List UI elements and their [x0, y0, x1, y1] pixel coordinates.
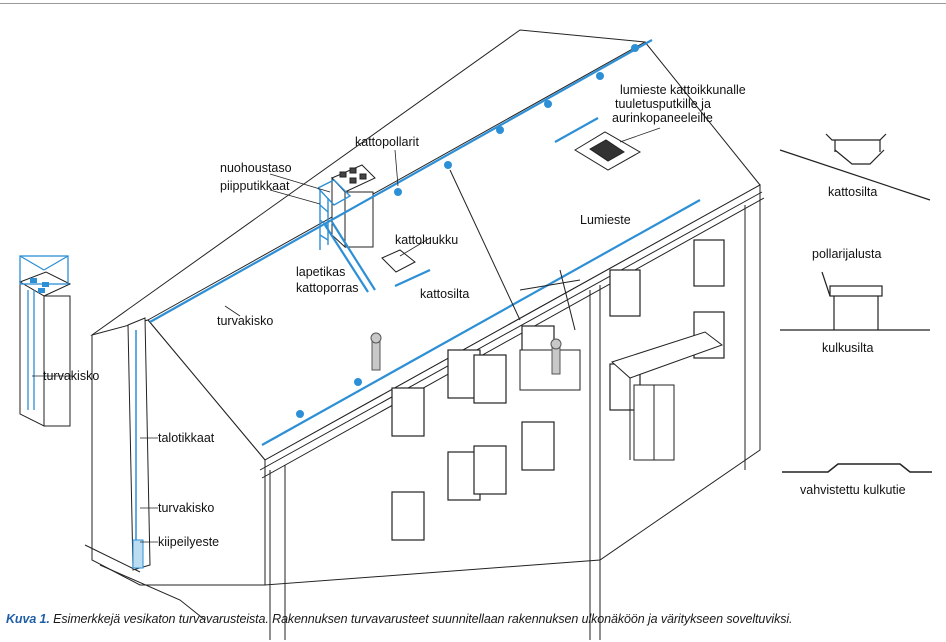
label-talotikkaat: talotikkaat	[158, 431, 215, 445]
roof-hatch	[381, 249, 416, 273]
label-lapetikas-1: lapetikas	[296, 265, 345, 279]
label-detail-vahvistettu: vahvistettu kulkutie	[800, 483, 906, 497]
label-turvakisko-wall: turvakisko	[158, 501, 214, 515]
label-lumieste-kattoikkunalle-3: aurinkopaneeleille	[612, 111, 713, 125]
label-lumieste: Lumieste	[580, 213, 631, 227]
label-detail-kulkusilta: kulkusilta	[822, 341, 873, 355]
label-detail-kattosilta: kattosilta	[828, 185, 877, 199]
label-lumieste-kattoikkunalle-2: tuuletusputkille ja	[615, 97, 711, 111]
eave-fascia	[261, 197, 765, 479]
lapetikas-ladder	[324, 224, 369, 293]
kattosilta-walkway	[394, 268, 431, 288]
suspended-platform	[449, 169, 581, 391]
detail-kattosilta	[779, 133, 931, 201]
label-lumieste-kattoikkunalle-1: lumieste kattoikkunalle	[620, 83, 746, 97]
label-nuohoustaso: nuohoustaso	[220, 161, 292, 175]
caption-text: Esimerkkejä vesikaton turvavarusteista. …	[49, 612, 793, 626]
label-detail-pollarijalusta: pollarijalusta	[812, 247, 882, 261]
detail-pollarijalusta	[780, 271, 930, 331]
label-piipputikkaat: piipputikkaat	[220, 179, 290, 193]
top-rule	[0, 3, 946, 4]
roof-bollards	[296, 44, 639, 418]
ridge-rail	[149, 39, 653, 323]
label-kattosilta: kattosilta	[420, 287, 469, 301]
label-turvakisko-roof: turvakisko	[217, 314, 273, 328]
figure-caption: Kuva 1. Esimerkkejä vesikaton turvavarus…	[6, 612, 942, 626]
skylight-snow-guard	[554, 117, 599, 143]
detail-vahvistettu	[782, 463, 932, 473]
caption-lead: Kuva 1.	[6, 612, 50, 626]
chimney	[331, 164, 376, 249]
skylight	[574, 131, 642, 171]
leader-lines	[32, 127, 661, 543]
eave-line	[259, 191, 763, 471]
label-lapetikas-2: kattoporras	[296, 281, 359, 295]
snow-guard-rail	[261, 199, 701, 446]
workers	[370, 332, 562, 375]
label-kattopollarit: kattopollarit	[355, 135, 419, 149]
roof-rails	[149, 39, 701, 446]
label-kiipeilyeste: kiipeilyeste	[158, 535, 219, 549]
standalone-chimney	[18, 255, 72, 427]
wall-ladder	[127, 317, 151, 571]
entrance	[611, 331, 724, 461]
